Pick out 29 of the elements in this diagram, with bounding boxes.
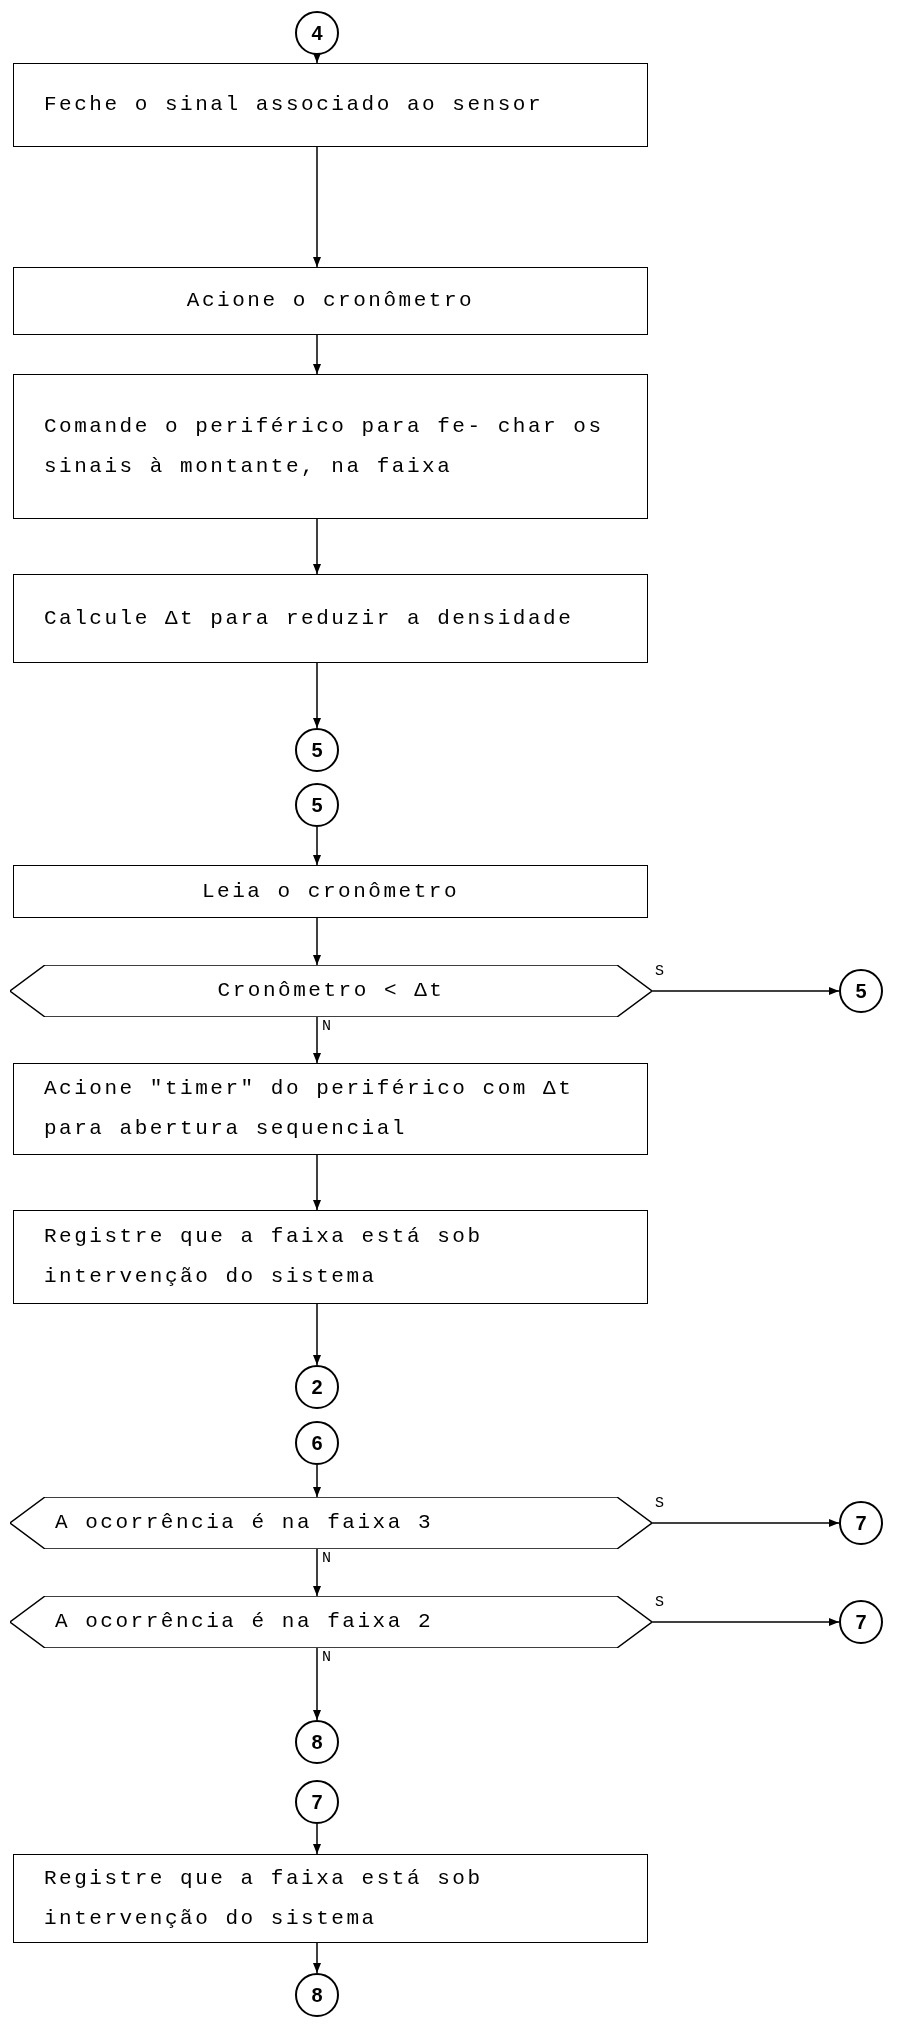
arrow: [313, 334, 321, 375]
process-box: Comande o periférico para fe- char os sinais à montante, na faixa: [13, 374, 648, 519]
arrow: [651, 1618, 840, 1626]
process-box: Acione o cronômetro: [13, 267, 648, 335]
arrow: [313, 1647, 321, 1721]
arrow: [313, 1016, 321, 1064]
arrow: [313, 662, 321, 729]
arrow: [313, 1303, 321, 1366]
arrow: [313, 826, 321, 866]
arrow: [313, 917, 321, 966]
arrow: [313, 53, 321, 64]
arrow: [313, 1154, 321, 1211]
arrow: [313, 1823, 321, 1855]
process-box: Registre que a faixa está sob intervenção do sistema: [13, 1854, 648, 1943]
arrow: [313, 1942, 321, 1974]
arrow: [651, 987, 840, 995]
arrow: [313, 146, 321, 268]
arrow: [313, 1548, 321, 1597]
decision-hexagon: A ocorrência é na faixa 2: [10, 1596, 652, 1648]
process-box: Calcule Δt para reduzir a densidade: [13, 574, 648, 663]
process-box: Registre que a faixa está sob intervenção do sistema: [13, 1210, 648, 1304]
process-box: Acione "timer" do periférico com Δt para abertura sequencial: [13, 1063, 648, 1155]
process-box: Feche o sinal associado ao sensor: [13, 63, 648, 147]
arrow: [313, 518, 321, 575]
process-box: Leia o cronômetro: [13, 865, 648, 918]
arrow: [313, 1464, 321, 1498]
decision-hexagon: A ocorrência é na faixa 3: [10, 1497, 652, 1549]
arrow: [651, 1519, 840, 1527]
decision-hexagon: Cronômetro < Δt: [10, 965, 652, 1017]
